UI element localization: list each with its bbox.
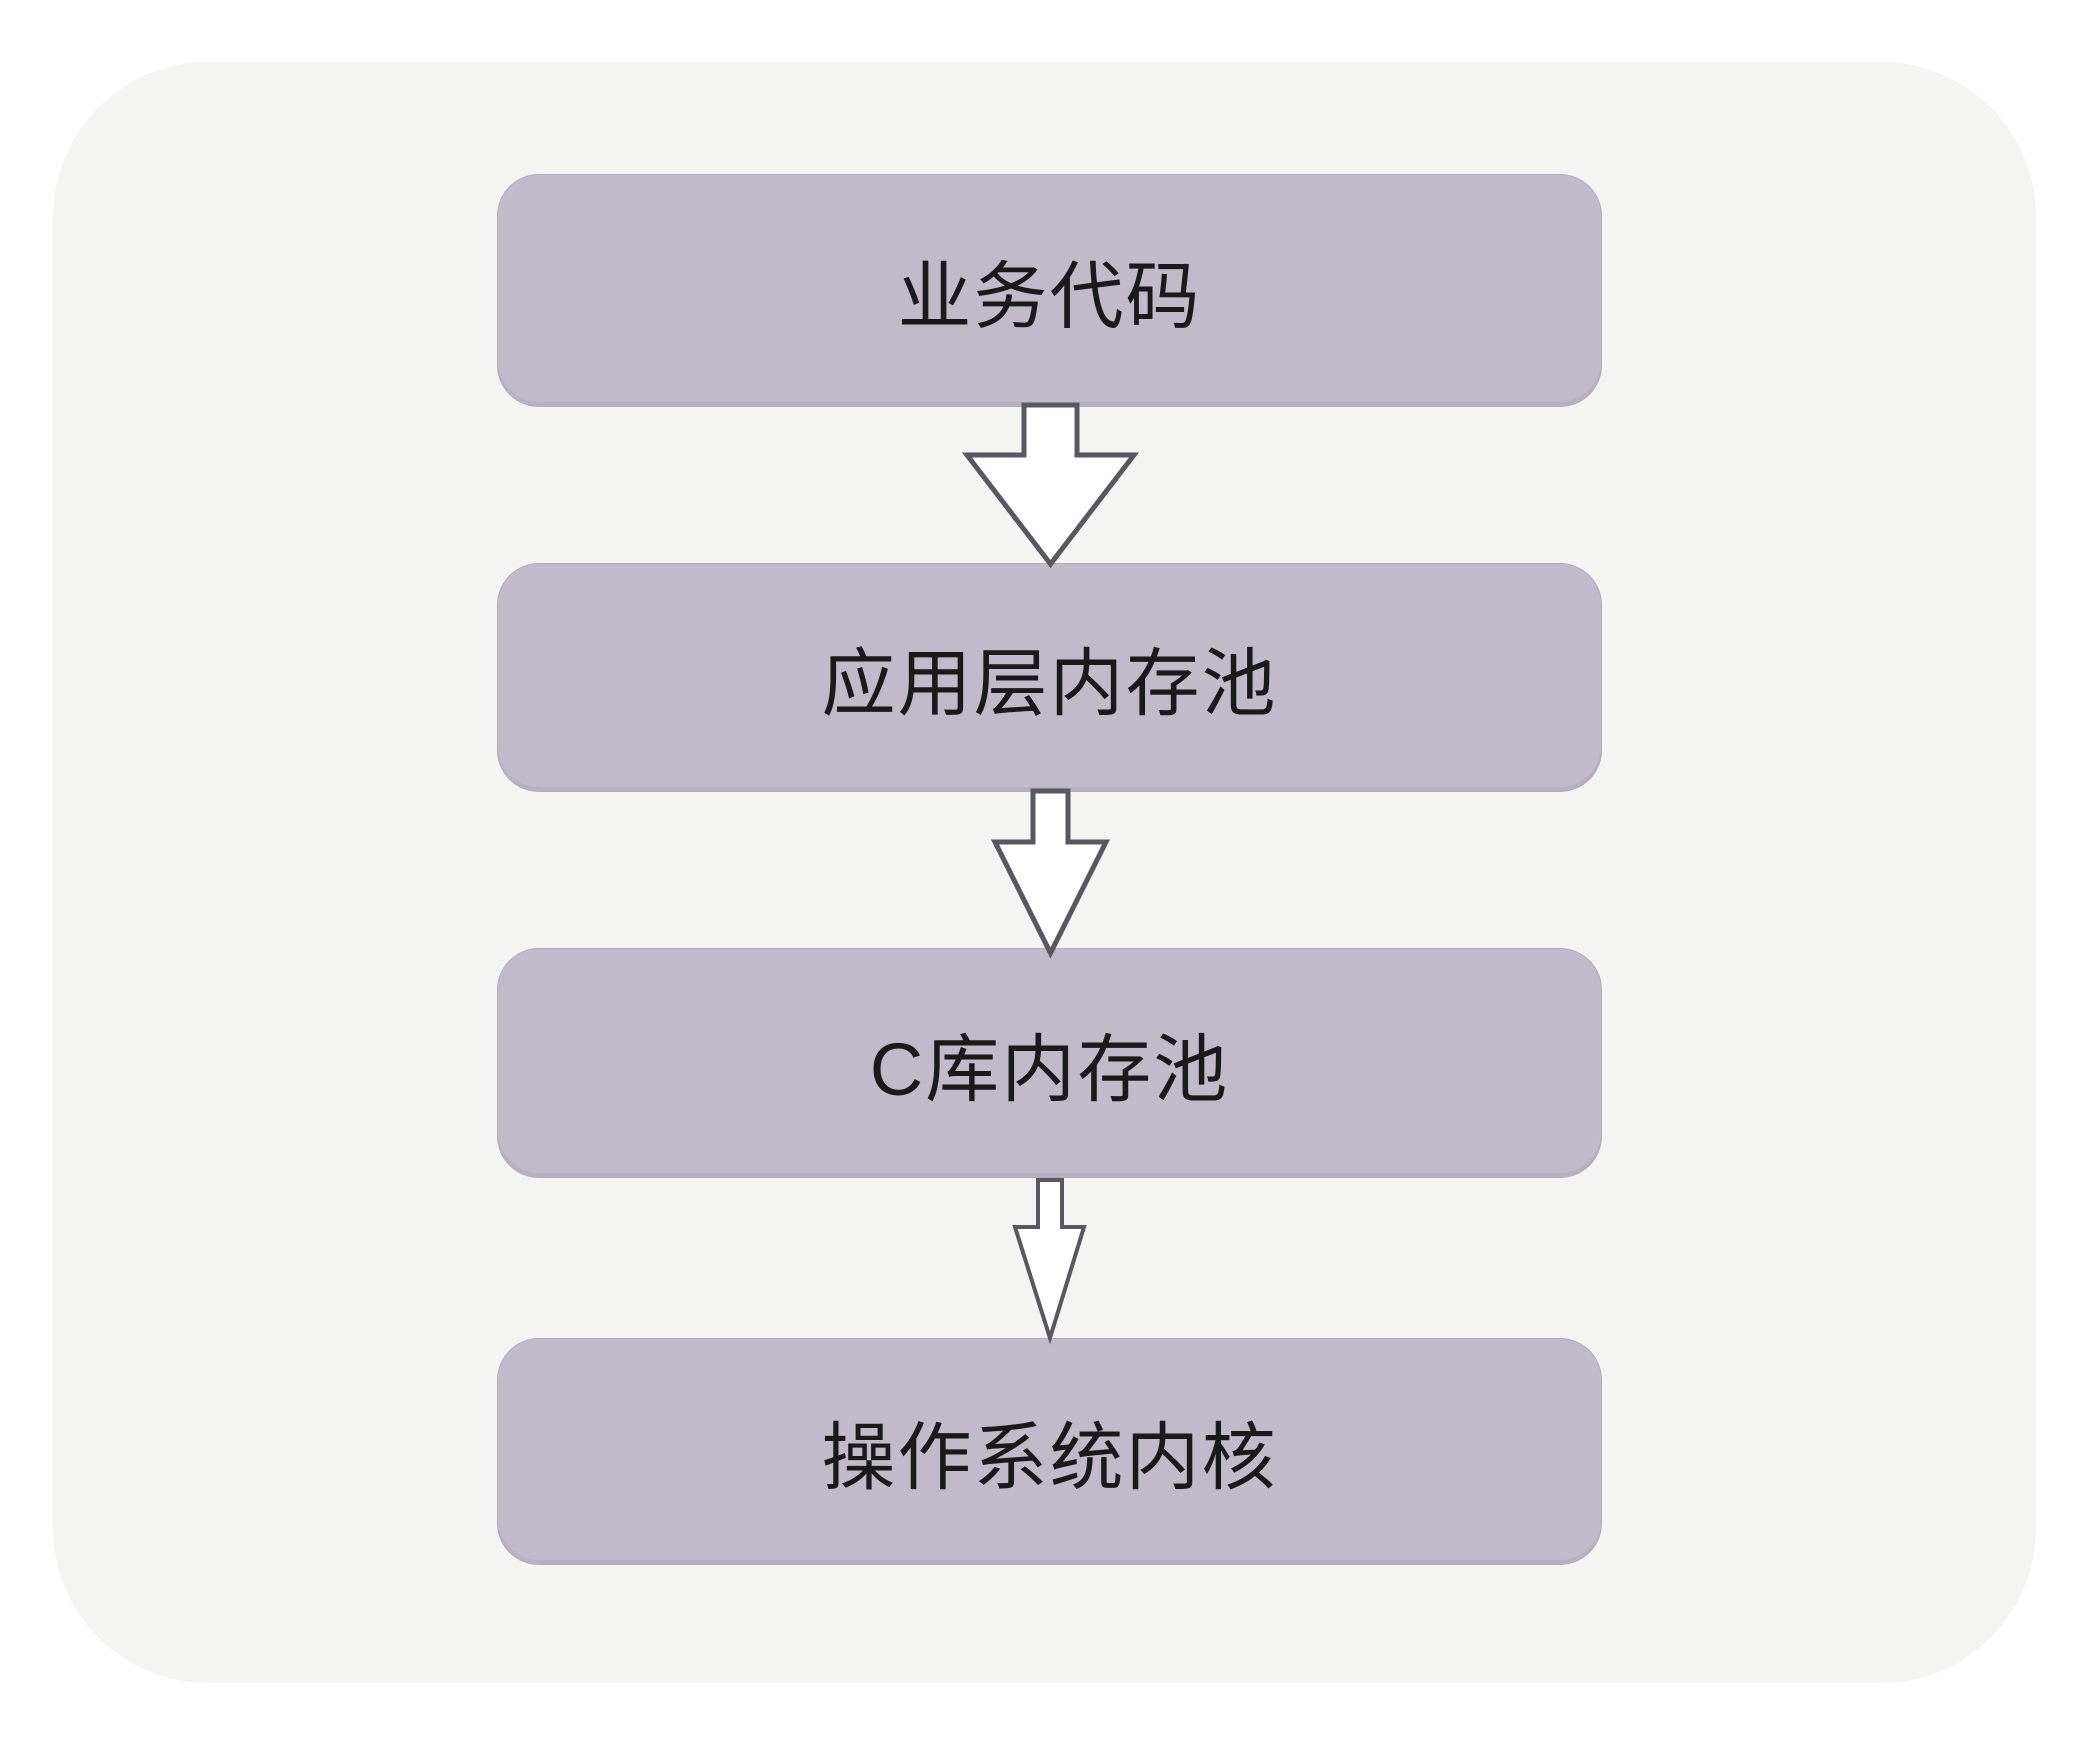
node-os-kernel-label: 操作系统内核 — [821, 1416, 1278, 1499]
node-c-library-memory-pool: C库内存池 — [497, 948, 1602, 1178]
node-os-kernel: 操作系统内核 — [497, 1338, 1602, 1565]
node-app-layer-memory-pool-label: 应用层内存池 — [821, 642, 1278, 725]
node-app-layer-memory-pool: 应用层内存池 — [497, 563, 1602, 792]
node-c-library-memory-pool-label: C库内存池 — [869, 1027, 1230, 1111]
node-business-code: 业务代码 — [497, 174, 1602, 407]
node-business-code-label: 业务代码 — [897, 255, 1202, 338]
